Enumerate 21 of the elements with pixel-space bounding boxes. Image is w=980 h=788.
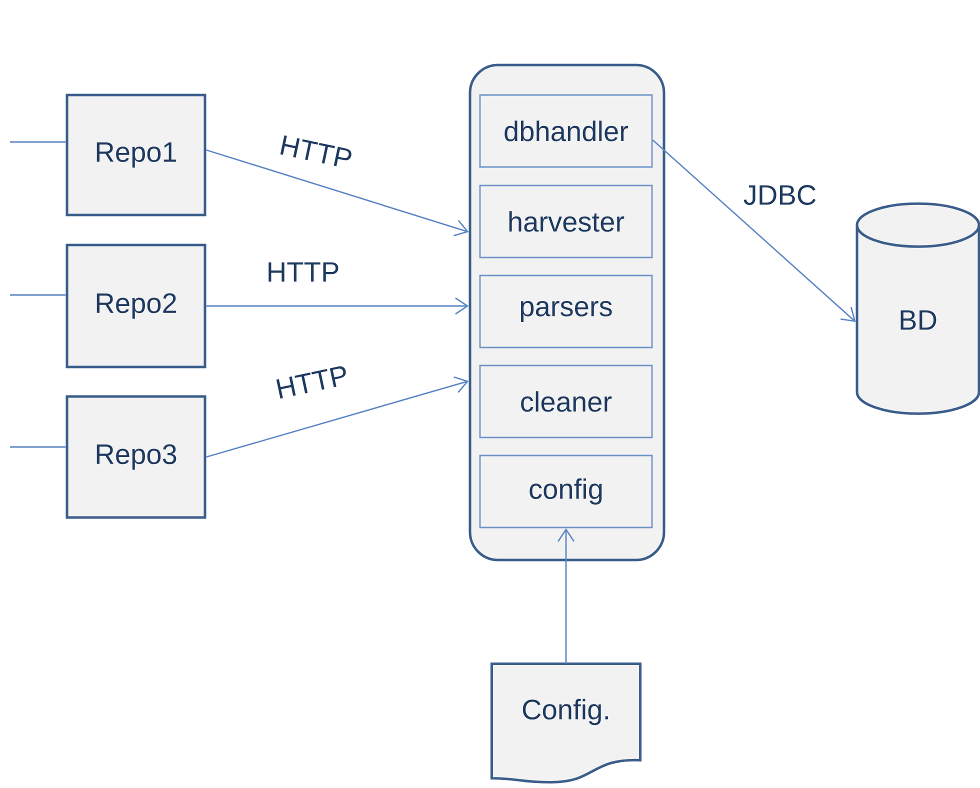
arrow bbox=[206, 149, 469, 236]
repository-box: Repo1 bbox=[66, 94, 206, 216]
repository-box: Repo3 bbox=[66, 395, 206, 519]
arrow bbox=[557, 528, 575, 664]
repository-box: Repo2 bbox=[66, 244, 206, 368]
connector-line bbox=[10, 294, 66, 296]
module-box: config bbox=[479, 454, 653, 528]
connector-line bbox=[10, 141, 66, 143]
arrow bbox=[206, 297, 469, 315]
arrow bbox=[652, 139, 856, 322]
edge-label: HTTP bbox=[276, 133, 356, 171]
edge-label: JDBC bbox=[742, 184, 818, 206]
module-box: dbhandler bbox=[479, 94, 653, 168]
module-box: harvester bbox=[479, 184, 653, 258]
arrow bbox=[206, 376, 469, 458]
module-box: parsers bbox=[479, 274, 653, 348]
edge-label: HTTP bbox=[264, 260, 342, 284]
connector-line bbox=[10, 446, 66, 448]
module-box: cleaner bbox=[479, 364, 653, 438]
edge-label: HTTP bbox=[272, 363, 352, 401]
database-cylinder: BD bbox=[856, 202, 980, 415]
